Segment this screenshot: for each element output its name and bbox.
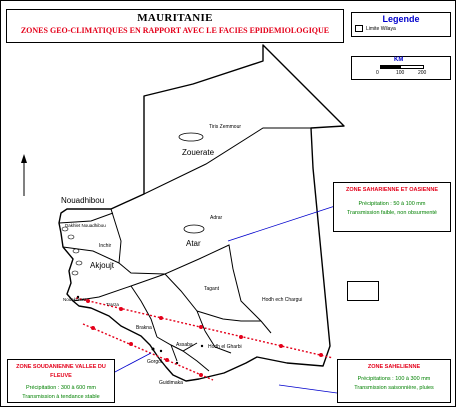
label-trarza: Trarza <box>106 302 119 307</box>
callout-zone-saharienne: ZONE SAHARIENNE ET OASIENNE Précipitatio… <box>333 182 451 232</box>
zone-soudanienne-precip: Précipitation : 300 à 600 mm <box>25 385 96 391</box>
zone-sahelienne-precip: Précipitations : 100 à 300 mm <box>357 376 431 382</box>
sebkha-zouerate <box>178 132 204 142</box>
scale-tick-200: 200 <box>418 70 427 76</box>
label-adrar: Adrar <box>210 215 223 221</box>
legend-box: Legende Limite Wilaya <box>351 12 451 37</box>
label-nouakchott: Nouakchott <box>63 297 87 302</box>
legend-swatch-icon <box>355 25 363 32</box>
map-title-box: MAURITANIE ZONES GEO-CLIMATIQUES EN RAPP… <box>6 9 344 43</box>
callout-zone-sahelienne: ZONE SAHELIENNE Précipitations : 100 à 3… <box>337 359 451 403</box>
label-guidimaka: Guidimaka <box>159 380 183 386</box>
label-nouadhibou: Nouadhibou <box>61 196 104 205</box>
zone-soudanienne-transmission: Transmission à tendance stable <box>22 394 100 400</box>
zone-sahelienne-title: ZONE SAHELIENNE <box>367 364 421 370</box>
legend-title: Legende <box>382 14 420 24</box>
map-subtitle: ZONES GEO-CLIMATIQUES EN RAPPORT AVEC LE… <box>20 26 330 35</box>
callout-pointers <box>112 205 338 394</box>
label-zouerate: Zouerate <box>182 148 215 157</box>
label-brakna: Brakna <box>136 325 152 331</box>
inset-box <box>347 281 379 301</box>
zone-sahelienne-transmission: Transmission saisonnière, pluies <box>354 385 434 391</box>
label-inchiri: Inchir <box>99 243 112 249</box>
zone-soudanienne-title: ZONE SOUDANIENNE VALLEE DU FLEUVE <box>16 364 106 379</box>
label-tiris-zemmour: Tiris Zemmour <box>209 124 241 130</box>
sebkha-atar <box>183 224 205 234</box>
scale-bar-box: KM 0 100 200 <box>351 56 451 80</box>
label-assaba: Assaba <box>176 342 193 348</box>
zone-saharienne-transmission: Transmission faible, non obsurmenté <box>347 210 437 216</box>
north-arrow-icon <box>21 154 27 196</box>
wilaya-borders <box>58 127 311 372</box>
zone-saharienne-title: ZONE SAHARIENNE ET OASIENNE <box>346 187 438 193</box>
label-hodh-ech-chargui: Hodh ech Chargui <box>262 297 302 303</box>
scale-title: KM <box>394 57 404 63</box>
coastal-islands <box>61 226 83 276</box>
label-dakhlet-nouadhibou: Dakhlet Nouadhibou <box>65 223 106 228</box>
label-atar: Atar <box>186 239 201 248</box>
callout-zone-soudanienne: ZONE SOUDANIENNE VALLEE DU FLEUVE Précip… <box>7 359 115 403</box>
label-akjoujt: Akjoujt <box>90 261 115 270</box>
legend-item-label: Limite Wilaya <box>366 25 396 32</box>
zone-saharienne-precip: Précipitation : 50 à 100 mm <box>358 201 426 207</box>
label-gorgol: Gorgol <box>147 359 162 365</box>
legend-row-wilaya: Limite Wilaya <box>355 25 450 32</box>
scale-tick-0: 0 <box>376 70 379 76</box>
town-markers <box>76 295 204 365</box>
zone-boundary-markers <box>86 299 323 377</box>
label-tagant: Tagant <box>204 286 220 292</box>
country-outline <box>58 44 345 382</box>
map-title: MAURITANIE <box>137 12 213 24</box>
zone-boundary-lines <box>75 297 334 381</box>
scale-bar <box>380 65 424 69</box>
label-hodh-el-gharbi: Hodh el Gharbi <box>208 344 242 350</box>
scale-tick-100: 100 <box>396 70 405 76</box>
